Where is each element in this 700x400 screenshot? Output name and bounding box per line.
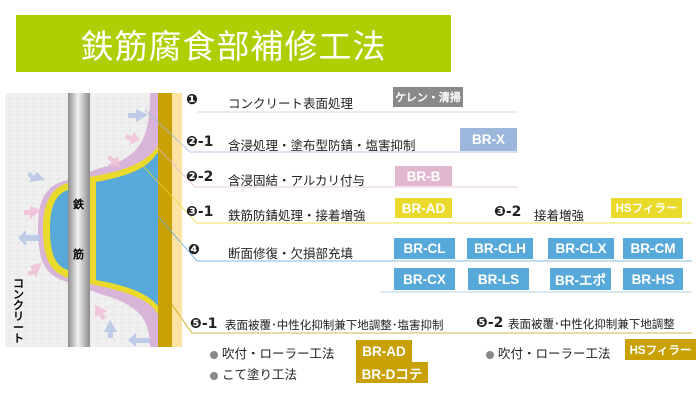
product-badge[interactable]: ケレン・清掃 (393, 87, 463, 107)
product-badge[interactable]: BR-エポ (550, 268, 611, 290)
surface-coating-layer (158, 93, 172, 347)
step-number: ❺-1 (190, 316, 218, 332)
bullet-icon (210, 350, 218, 359)
step-label: 接着増強 (534, 208, 585, 223)
method-text: 吹付・ローラー工法 (222, 346, 335, 361)
step-label: 表面被覆･中性化抑制兼下地調整･塩害抑制 (225, 318, 444, 332)
product-badge[interactable]: BR-B (395, 166, 452, 186)
method-label: 吹付・ローラー工法 (486, 343, 611, 362)
step-number: ❸-2 (494, 204, 522, 220)
finish-layer (172, 93, 182, 347)
rebar-label: 鉄 (73, 198, 84, 211)
step-number: ❸-1 (186, 204, 214, 220)
method-label: 吹付・ローラー工法 (210, 343, 335, 362)
product-badge[interactable]: BR-CLX (548, 238, 614, 259)
step-label: 含浸処理・塗布型防錆・塩害抑制 (228, 138, 416, 153)
page-title: 鉄筋腐食部補修工法 (16, 15, 451, 72)
step-number: ❶ (186, 92, 198, 108)
product-badge[interactable]: BR-HS (623, 268, 683, 290)
product-badge[interactable]: BR-AD (356, 340, 412, 362)
bullet-icon (486, 350, 494, 359)
product-badge[interactable]: BR-CLH (467, 238, 533, 259)
section-repair-material (96, 152, 158, 306)
product-badge[interactable]: BR-Dコテ (356, 362, 428, 383)
step-number: ❺-2 (476, 315, 504, 331)
rebar (68, 93, 90, 347)
rebar-label: 筋 (73, 248, 84, 261)
product-badge[interactable]: BR-AD (395, 198, 452, 218)
method-text: こて塗り工法 (222, 367, 298, 382)
product-badge[interactable]: BR-CM (623, 238, 683, 259)
step-number: ❷-1 (186, 134, 214, 150)
method-label: こて塗り工法 (210, 364, 297, 383)
product-badge[interactable]: BR-LS (468, 268, 529, 290)
concrete-label: コンクリート (13, 277, 24, 345)
step-number: ❷-2 (186, 169, 214, 185)
product-badge[interactable]: HSフィラー (625, 339, 696, 360)
step-number: ❹ (188, 242, 200, 258)
bullet-icon (210, 371, 218, 380)
product-badge[interactable]: BR-CX (394, 268, 455, 290)
arrow-icons (18, 109, 150, 347)
method-text: 吹付・ローラー工法 (498, 346, 611, 361)
step-label: 表面被覆･中性化抑制兼下地調整 (508, 317, 675, 331)
product-badge[interactable]: BR-CL (394, 238, 455, 259)
step-label: 断面修復・欠損部充填 (228, 246, 354, 261)
step-label: コンクリート表面処理 (228, 96, 354, 111)
step-label: 鉄筋防錆処理・接着増強 (228, 208, 366, 223)
step-label: 含浸固結・アルカリ付与 (228, 173, 366, 188)
product-badge[interactable]: HSフィラー (611, 198, 682, 218)
product-badge[interactable]: BR-X (460, 128, 517, 151)
